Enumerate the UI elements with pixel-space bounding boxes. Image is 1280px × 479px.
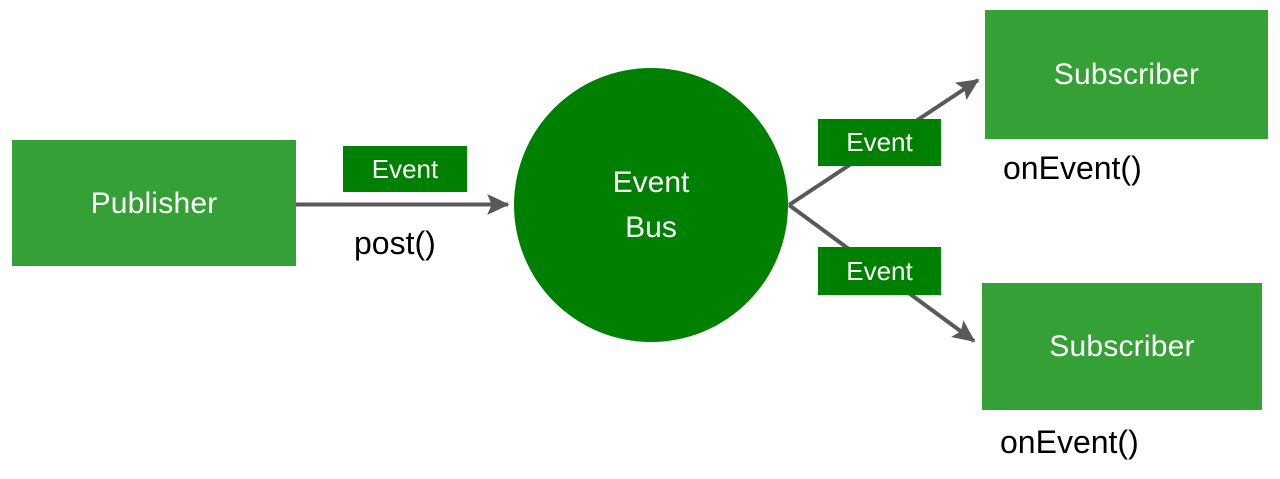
node-subscriber-top[interactable]: Subscriber <box>985 10 1268 139</box>
edge-label-post: post() <box>354 225 436 262</box>
badge-event-top: Event <box>818 119 941 166</box>
node-publisher[interactable]: Publisher <box>12 140 296 266</box>
node-event-bus-label-line2: Bus <box>625 211 677 244</box>
badge-event-bottom: Event <box>818 247 941 295</box>
node-event-bus[interactable]: Event Bus <box>514 68 788 342</box>
badge-event-post-label: Event <box>371 153 439 184</box>
badge-event-post: Event <box>343 146 467 192</box>
node-label-onevent-bottom-text: onEvent() <box>1000 424 1139 460</box>
node-label-onevent-top: onEvent() <box>1003 150 1142 187</box>
badge-event-bottom-label: Event <box>846 255 913 286</box>
node-subscriber-bottom-label: Subscriber <box>1049 330 1195 363</box>
node-subscriber-bottom[interactable]: Subscriber <box>982 283 1262 410</box>
node-subscriber-top-label: Subscriber <box>1053 58 1200 91</box>
node-label-onevent-bottom: onEvent() <box>1000 424 1139 461</box>
edge-label-post-text: post() <box>354 225 436 261</box>
badge-event-top-label: Event <box>846 127 913 157</box>
node-label-onevent-top-text: onEvent() <box>1003 150 1142 186</box>
node-event-bus-label-line1: Event <box>612 166 690 199</box>
node-publisher-label: Publisher <box>90 186 218 220</box>
